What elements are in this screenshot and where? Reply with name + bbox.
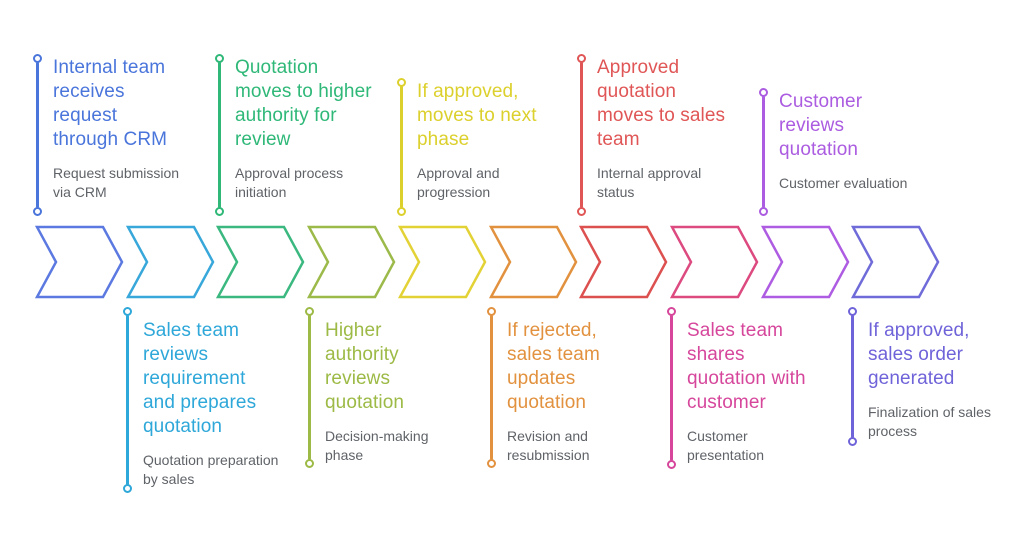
milestone-subtitle: Finalization of sales process [868,404,991,439]
connector-line [123,307,132,493]
milestone-step: Sales team shares quotation with custome… [667,307,817,469]
connector-line [667,307,676,469]
connector-line [33,54,42,216]
milestone-title: Sales team shares quotation with custome… [687,320,806,413]
milestone-title: If rejected, sales team updates quotatio… [507,320,600,413]
chevron-arrow [398,225,487,299]
milestone-step: Customer reviews quotation Customer eval… [759,88,929,216]
milestone-step: Quotation moves to higher authority for … [215,54,375,216]
milestone-subtitle: Approval process initiation [235,165,344,200]
connector-line [305,307,314,468]
milestone-subtitle: Approval and progression [417,165,500,200]
milestone-subtitle: Customer presentation [687,428,765,463]
milestone-title: Higher authority reviews quotation [325,320,405,413]
milestone-step: If approved, sales order generated Final… [848,307,1016,446]
connector-line [848,307,857,446]
milestone-subtitle: Customer evaluation [779,175,908,191]
connector-line [577,54,586,216]
milestone-title: If approved, sales order generated [868,320,970,389]
chevron-arrow [307,225,396,299]
milestone-title: Sales team reviews requirement and prepa… [143,320,257,437]
chevron-arrow [851,225,940,299]
milestone-step: Sales team reviews requirement and prepa… [123,307,285,493]
milestone-title: Internal team receives request through C… [53,57,168,150]
milestone-subtitle: Decision-making phase [325,428,429,463]
chevron-arrow [216,225,305,299]
connector-line [397,78,406,216]
connector-line [759,88,768,216]
chevron-arrow [761,225,850,299]
milestone-step: If rejected, sales team updates quotatio… [487,307,617,468]
milestone-step: Approved quotation moves to sales team I… [577,54,732,216]
connector-line [487,307,496,468]
milestone-title: Quotation moves to higher authority for … [235,57,372,150]
connector-line [215,54,224,216]
milestone-step: If approved, moves to next phase Approva… [397,78,547,216]
chevron-arrow [35,225,124,299]
milestone-step: Higher authority reviews quotation Decis… [305,307,450,468]
chevron-arrow [126,225,215,299]
milestone-subtitle: Internal approval status [597,165,702,200]
milestone-title: If approved, moves to next phase [417,81,537,150]
chevron-arrow [579,225,668,299]
milestone-step: Internal team receives request through C… [33,54,195,216]
milestone-subtitle: Revision and resubmission [507,428,590,463]
milestone-title: Customer reviews quotation [779,91,863,160]
milestone-subtitle: Quotation preparation by sales [143,452,279,487]
milestone-subtitle: Request submission via CRM [53,165,180,200]
chevron-arrow [670,225,759,299]
chevron-arrow [489,225,578,299]
milestone-title: Approved quotation moves to sales team [597,57,726,150]
